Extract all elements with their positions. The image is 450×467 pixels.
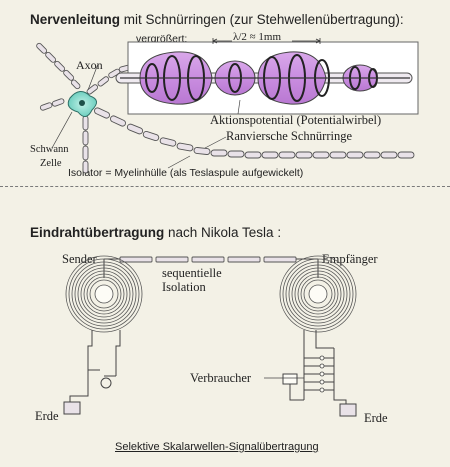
bottom-title-rest: nach Nikola Tesla : (164, 225, 282, 240)
receiver-coil-center (308, 284, 328, 304)
axon-pointer (87, 63, 99, 91)
top-title-bold: Nervenleitung (30, 12, 121, 27)
ranvier-pointer (204, 136, 227, 149)
axon-label: Axon (76, 58, 103, 72)
sender-ground-plate (63, 401, 81, 415)
sequentielle-label: sequentielle (162, 266, 222, 280)
bottom-title-bold: Eindrahtübertragung (30, 225, 165, 240)
aktionspotential-label: Aktionspotential (Potentialwirbel) (210, 113, 382, 127)
section-divider (0, 186, 450, 187)
sender-coil-center (94, 284, 114, 304)
ranvier-label: Ranviersche Schnürringe (226, 129, 353, 143)
receiver-spiral-coil (279, 255, 357, 333)
sender-label: Sender (62, 252, 97, 266)
isolator-pointer (167, 155, 191, 169)
zelle-label: Zelle (40, 158, 62, 169)
schwann-pointer (51, 111, 73, 149)
isolation-label: Isolation (162, 280, 206, 294)
dendrite-upper-left (36, 42, 81, 90)
top-title-rest: mit Schnürringen (zur Stehwellenübertrag… (120, 12, 404, 27)
isolator-label: Isolator = Myelinhülle (als Teslaspule a… (68, 167, 304, 179)
schwann-label: Schwann (30, 144, 69, 155)
receiver-circuit (289, 330, 347, 404)
erde-right-label: Erde (364, 411, 388, 425)
sender-circuit (69, 330, 121, 402)
receiver-lamps (319, 355, 325, 393)
top-title: Nervenleitung mit Schnürringen (zur Steh… (30, 13, 404, 27)
consumer-box (282, 373, 298, 385)
dendrite-left (39, 98, 65, 111)
single-wire-line (119, 256, 297, 263)
dendrite-down (82, 115, 89, 174)
wavelength-label: λ/2 ≈ 1mm (233, 31, 282, 43)
receiver-ground-plate (339, 403, 357, 417)
neuron-cell-body (67, 91, 97, 117)
wavelength-marker (212, 38, 321, 44)
aktionspotential-pointer (237, 99, 241, 115)
vergroessert-label: vergrößert: (136, 33, 188, 45)
verbraucher-label: Verbraucher (190, 371, 252, 385)
bottom-title: Eindrahtübertragung nach Nikola Tesla : (30, 226, 281, 240)
empfaenger-label: Empfänger (322, 252, 378, 266)
erde-left-label: Erde (35, 409, 59, 423)
sender-spiral-coil (65, 255, 143, 333)
dendrite-long (94, 107, 415, 159)
caption: Selektive Skalarwellen-Signalübertragung (115, 441, 319, 453)
